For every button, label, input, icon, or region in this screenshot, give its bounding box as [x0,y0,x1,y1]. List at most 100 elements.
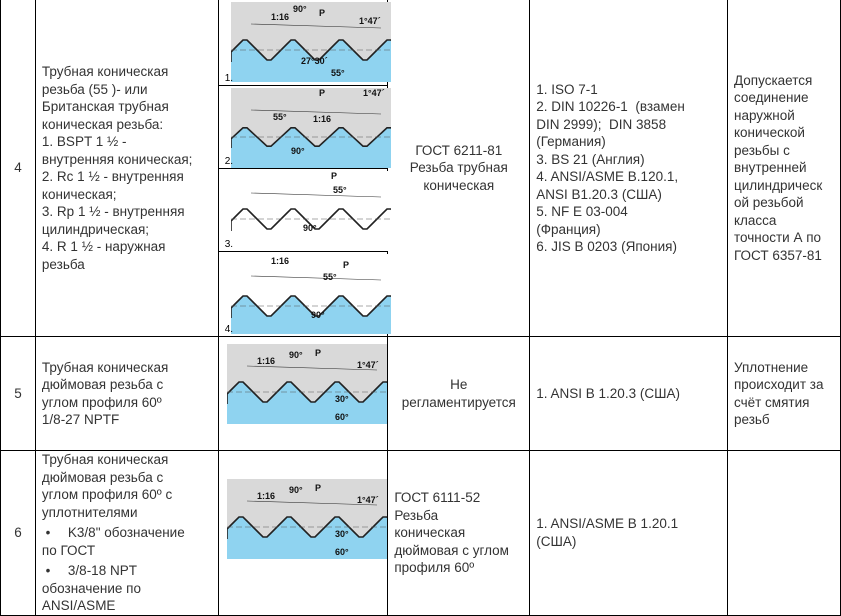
dimension-label: P [315,348,321,358]
foreign-standards: 1. ANSI B 1.20.3 (США) [529,336,728,451]
text-line: дюймовая резьба с [41,469,164,485]
bullet-item: •3/8-18 NPT обозначение по ANSI/ASME [42,562,212,615]
thread-outline [230,127,391,148]
row-number: 6 [0,450,36,616]
thread-body [230,127,391,168]
thread-outline [230,208,391,231]
row-number: 5 [0,336,36,451]
text-line: коническая [394,525,466,540]
text-line: цилиндрическ [733,177,823,193]
text-line: 5. NF E 03-004 [536,204,628,219]
text-line: углом профиля 60º [41,394,162,410]
text-line: углом профиля 60º с [41,487,173,502]
text-line: •3/8-18 NPT [41,563,137,578]
dimension-label: 1°47´ [357,360,379,370]
text-line: Резьба [394,507,439,523]
dimension-label: 90° [289,485,303,495]
dimension-label: 1:16 [257,356,275,366]
dimension-label: 90° [291,146,305,156]
text-line: 2. DIN 10226-1 (взамен [536,99,685,114]
text-line: ой резьбой [733,195,804,211]
text-line: 1. BSPT 1 ½ - [41,134,127,149]
dimension-label: 1:16 [271,12,289,22]
text-line: обозначение по [41,580,141,596]
bullet-item: •K3/8" обозначение по ГОСТ [42,524,212,559]
designation-list: •K3/8" обозначение по ГОСТ •3/8-18 NPT обо… [42,524,212,615]
text-line: наружной [733,107,795,123]
dimension-label: P [331,171,337,181]
row-number: 4 [0,0,36,337]
text-line: соединение [733,90,809,106]
text-line: Допускается [733,72,813,88]
text-line: резьб [733,412,770,427]
text-line: ANSI B1.20.3 (США) [536,186,662,202]
text-line: 4. R 1 ½ - наружная [41,239,166,254]
bullet-icon: • [41,525,51,540]
text-line: конической [733,125,805,141]
text-line: Британская трубная [41,99,169,114]
text-line: 6. JIS B 0203 (Япония) [536,239,677,254]
text-line: внутренней [733,160,807,176]
text-line: по ГОСТ [41,542,96,558]
text-line: регламентируется [401,394,516,410]
dimension-label: 90° [293,4,307,14]
text-line: •K3/8" обозначение [41,525,185,540]
foreign-standards: 1. ANSI/ASME B 1.20.1(США) [529,450,728,616]
text-line: коническая; [41,186,117,202]
dimension-label: 60° [335,412,349,422]
text-line: (США) [536,533,577,549]
dimension-label: 30° [335,529,349,539]
text-line: ГОСТ 6357-81 [733,247,822,263]
text-line: 1. ANSI B 1.20.3 (США) [536,385,680,401]
text-line: Трубная коническая [41,64,169,79]
text-line: резьба [41,256,85,272]
text-line: резьба (55 )- или [41,81,148,97]
dimension-label: 1°47´ [357,495,379,505]
text-line: 4. ANSI/ASME B.120.1, [536,169,679,184]
thread-outline [226,516,387,540]
text-line: происходит за [733,377,824,392]
dimension-label: 55° [331,68,345,78]
text-line: ГОСТ 6211-81 [415,142,503,158]
figure-index: 3. [224,239,234,250]
text-line: Уплотнение [733,359,809,375]
dimension-label: 1:16 [313,114,331,124]
dimension-label: P [315,483,321,493]
dimension-label: 1:16 [257,491,275,501]
notes [726,450,841,616]
text-line: ГОСТ 6111-52 [394,490,481,505]
text-line: Трубная коническая [41,359,169,375]
dimension-label: 1°47´ [363,88,385,98]
text-line: (Франция) [536,221,601,237]
text-line: резьбы с [733,142,790,158]
text-line: коническая [423,177,495,193]
thread-profile-drawing: P55°90° [230,171,391,251]
text-line: внутренняя коническая; [41,151,193,167]
figure-index: 2. [224,156,234,167]
thread-body [226,517,387,560]
text-line: коническая резьба: [41,116,164,132]
text-line: (Германия) [536,134,606,149]
text-line: 1. ANSI/ASME B 1.20.1 [536,516,679,532]
dimension-label: 27°30´ [301,56,328,66]
text-line: 1. ISO 7-1 [536,81,598,97]
text-line: ANSI/ASME [41,598,116,613]
thread-outline [230,295,391,318]
text-line: 3. BS 21 (Англия) [536,151,645,167]
thread-outline [230,39,391,62]
